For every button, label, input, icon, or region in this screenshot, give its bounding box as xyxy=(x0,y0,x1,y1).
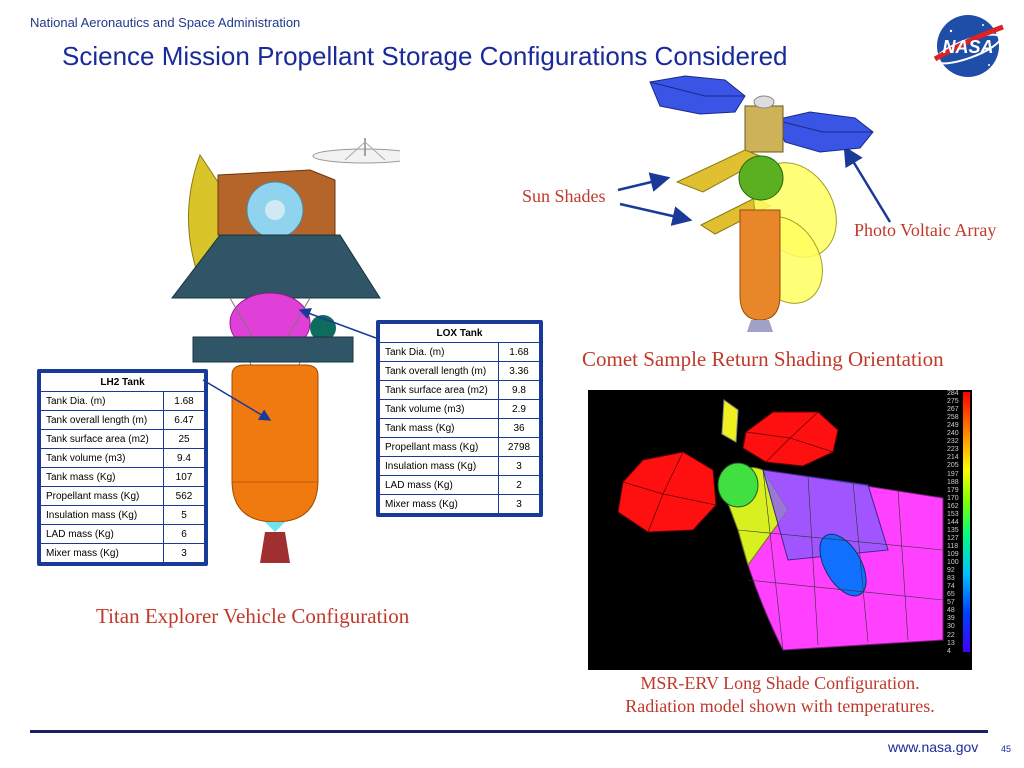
temperature-tick-label: 74 xyxy=(947,583,955,591)
temperature-tick-label: 258 xyxy=(947,414,959,422)
temperature-tick-label: 83 xyxy=(947,575,955,583)
temperature-tick-label: 127 xyxy=(947,534,959,542)
agency-name: National Aeronautics and Space Administr… xyxy=(30,15,301,30)
temperature-tick-label: 205 xyxy=(947,462,959,470)
temperature-tick-label: 275 xyxy=(947,398,959,406)
temperature-tick-label: 39 xyxy=(947,615,955,623)
titan-caption: Titan Explorer Vehicle Configuration xyxy=(96,604,410,628)
temperature-tick-label: 197 xyxy=(947,470,959,478)
table-row: Tank overall length (m)3.36 xyxy=(379,361,540,381)
temperature-tick-label: 4 xyxy=(947,647,951,655)
temperature-tick-label: 92 xyxy=(947,567,955,575)
nasa-logo: NASA xyxy=(933,15,1004,77)
footer-url[interactable]: www.nasa.gov xyxy=(888,739,979,755)
temperature-tick-label: 179 xyxy=(947,486,959,494)
comet-caption: Comet Sample Return Shading Orientation xyxy=(582,347,944,371)
temperature-tick-label: 153 xyxy=(947,510,959,518)
table-row: Propellant mass (Kg)2798 xyxy=(379,437,540,457)
temperature-tick-label: 162 xyxy=(947,502,959,510)
table-row: Mixer mass (Kg)3 xyxy=(40,543,205,563)
lh2-tank-table: LH2 Tank Tank Dia. (m)1.68 Tank overall … xyxy=(37,369,208,566)
table-row: Tank mass (Kg)36 xyxy=(379,418,540,438)
temperature-color-bar xyxy=(963,392,970,652)
temperature-tick-label: 135 xyxy=(947,526,959,534)
temperature-tick-label: 249 xyxy=(947,422,959,430)
table-row: Tank overall length (m)6.47 xyxy=(40,410,205,430)
comet-sample-return-illustration xyxy=(649,75,874,332)
temperature-tick-label: 284 xyxy=(947,390,959,397)
nasa-logo-text: NASA xyxy=(942,37,993,57)
footer-divider xyxy=(30,730,988,733)
table-row: LAD mass (Kg)2 xyxy=(379,475,540,495)
table-row: Insulation mass (Kg)3 xyxy=(379,456,540,476)
photo-voltaic-label: Photo Voltaic Array xyxy=(854,220,997,240)
table-row: Tank mass (Kg)107 xyxy=(40,467,205,487)
temperature-tick-label: 170 xyxy=(947,494,959,502)
temperature-tick-label: 240 xyxy=(947,430,959,438)
temperature-tick-label: 30 xyxy=(947,623,955,631)
page-number: 45 xyxy=(1001,744,1012,754)
temperature-tick-label: 144 xyxy=(947,518,959,526)
temperature-tick-label: 214 xyxy=(947,454,959,462)
lox-tank-table: LOX Tank Tank Dia. (m)1.68 Tank overall … xyxy=(376,320,543,517)
temperature-tick-label: 223 xyxy=(947,446,959,454)
table-row: LAD mass (Kg)6 xyxy=(40,524,205,544)
temperature-tick-label: 22 xyxy=(947,631,955,639)
table-row: Tank volume (m3)2.9 xyxy=(379,399,540,419)
msr-caption-line1: MSR-ERV Long Shade Configuration. xyxy=(640,673,920,693)
temperature-tick-label: 13 xyxy=(947,639,955,647)
temperature-tick-label: 232 xyxy=(947,438,959,446)
temperature-tick-label: 65 xyxy=(947,591,955,599)
temperature-tick-label: 48 xyxy=(947,607,955,615)
temperature-tick-label: 100 xyxy=(947,559,959,567)
lox-table-title: LOX Tank xyxy=(379,323,540,343)
table-row: Propellant mass (Kg)562 xyxy=(40,486,205,506)
table-row: Mixer mass (Kg)3 xyxy=(379,494,540,514)
temperature-tick-label: 109 xyxy=(947,551,959,558)
msr-caption-line2: Radiation model shown with temperatures. xyxy=(625,696,935,716)
table-row: Tank Dia. (m)1.68 xyxy=(379,342,540,362)
lh2-table-title: LH2 Tank xyxy=(40,372,205,392)
table-row: Tank volume (m3)9.4 xyxy=(40,448,205,468)
table-row: Tank surface area (m2)25 xyxy=(40,429,205,449)
sun-shades-label: Sun Shades xyxy=(522,186,606,206)
table-row: Insulation mass (Kg)5 xyxy=(40,505,205,525)
table-row: Tank Dia. (m)1.68 xyxy=(40,391,205,411)
table-row: Tank surface area (m2)9.8 xyxy=(379,380,540,400)
radiation-model-graphic xyxy=(617,399,944,651)
page-title: Science Mission Propellant Storage Confi… xyxy=(62,41,788,71)
temperature-tick-label: 118 xyxy=(947,542,959,550)
temperature-tick-label: 267 xyxy=(947,406,959,414)
temperature-tick-label: 57 xyxy=(947,599,955,607)
temperature-tick-label: 188 xyxy=(947,478,959,486)
